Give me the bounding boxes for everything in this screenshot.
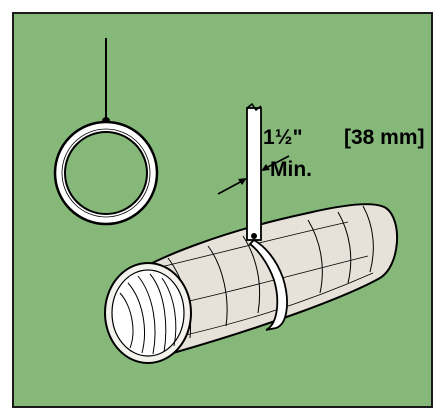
illustration-panel: 1½" [38 mm] Min. <box>12 12 433 408</box>
strap-width-label: 1½" <box>263 126 303 149</box>
strap-width-metric-label: [38 mm] <box>344 126 425 149</box>
minimum-label: Min. <box>270 158 312 181</box>
hanger-strap-icon <box>246 102 288 331</box>
flex-duct-icon <box>104 203 398 364</box>
dimension-arrow-icon <box>217 155 290 195</box>
hanger-ring-icon <box>53 38 159 226</box>
duct-illustration <box>53 38 398 364</box>
